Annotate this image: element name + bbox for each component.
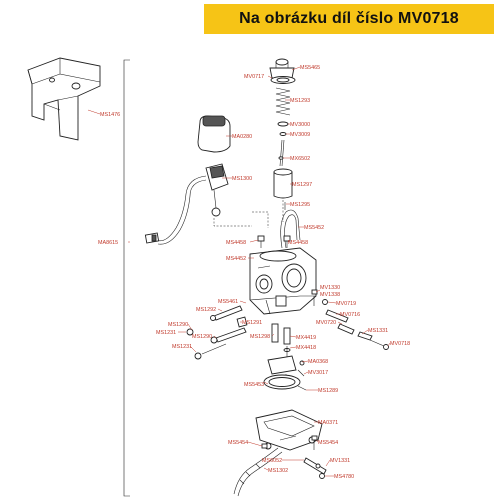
carburetor-body [249, 247, 317, 315]
callout-MS1293: MS1293 [290, 98, 310, 104]
idle-screws [186, 305, 248, 360]
callout-MS5454-left: MS5454 [228, 440, 248, 446]
callout-MV1338: MV1338 [320, 292, 340, 298]
callout-MA8615: MA8615 [98, 240, 118, 246]
callout-MS4780: MS4780 [334, 474, 354, 480]
header-title: Na obrázku díl číslo MV0718 [239, 10, 459, 27]
callout-MS1291: MS1291 [242, 320, 262, 326]
callout-MS1300: MS1300 [232, 176, 252, 182]
callout-MX6502: MX6502 [290, 156, 310, 162]
callout-MS1331: MS1331 [368, 328, 388, 334]
vent-hose-part [280, 209, 301, 249]
assembly-bracket [123, 59, 130, 497]
callout-MS1297: MS1297 [292, 182, 312, 188]
callout-MA0371: MA0371 [318, 420, 338, 426]
leader-lines [87, 66, 391, 477]
callout-MS1289: MS1289 [318, 388, 338, 394]
callout-MS1231-bottom: MS1231 [172, 344, 192, 350]
callout-MV0718: MV0718 [390, 341, 410, 347]
callout-MX4418: MX4418 [296, 345, 316, 351]
callout-MV3017: MV3017 [308, 370, 328, 376]
callout-MS1292: MS1292 [196, 307, 216, 313]
callout-MS1295: MS1295 [290, 202, 310, 208]
callout-MS4458-left: MS4458 [226, 240, 246, 246]
callout-MV0720: MV0720 [316, 320, 336, 326]
callout-MS1302: MS1302 [268, 468, 288, 474]
callout-MA0368: MA0368 [308, 359, 328, 365]
alignment-lines [213, 211, 269, 228]
callout-MS4458-right: MS4458 [288, 240, 308, 246]
callout-MV0717: MV0717 [244, 74, 264, 80]
right-screws [311, 289, 389, 350]
callout-MS1298: MS1298 [250, 334, 270, 340]
choke-cable-part [144, 163, 229, 245]
callout-MS5461: MS5461 [218, 299, 238, 305]
drain-hose-part [233, 447, 283, 497]
callout-MV3009: MV3009 [290, 132, 310, 138]
callout-MV0719: MV0719 [336, 301, 356, 307]
callout-MS5465: MS5465 [300, 65, 320, 71]
callout-MS4452: MS4452 [226, 256, 246, 262]
callout-labels: MS1476 MA8615 MS5465 MV0717 MS1293 MV300… [98, 65, 410, 480]
gasket-part [263, 374, 307, 391]
callout-MV0716: MV0716 [340, 312, 360, 318]
callout-MS5453: MS5453 [244, 382, 264, 388]
callout-MS1476: MS1476 [100, 112, 120, 118]
callout-MV1330: MV1330 [320, 285, 340, 291]
callout-MS1290-bottom: MS1290 [192, 334, 212, 340]
callout-MS1290-top: MS1290 [168, 322, 188, 328]
rubber-cap-part [197, 115, 231, 153]
callout-MS5454-right: MS5454 [318, 440, 338, 446]
carb-top-stack [269, 58, 296, 222]
callout-MS6052: MS6052 [262, 458, 282, 464]
callout-MX4419: MX4419 [296, 335, 316, 341]
choke-bracket-part [27, 57, 101, 141]
header-banner: Na obrázku díl číslo MV0718 [204, 4, 494, 34]
callout-MS1231-top: MS1231 [156, 330, 176, 336]
callout-MS5452: MS5452 [304, 225, 324, 231]
callout-MV1331: MV1331 [330, 458, 350, 464]
callout-MA0280: MA0280 [232, 134, 252, 140]
callout-MV3000: MV3000 [290, 122, 310, 128]
